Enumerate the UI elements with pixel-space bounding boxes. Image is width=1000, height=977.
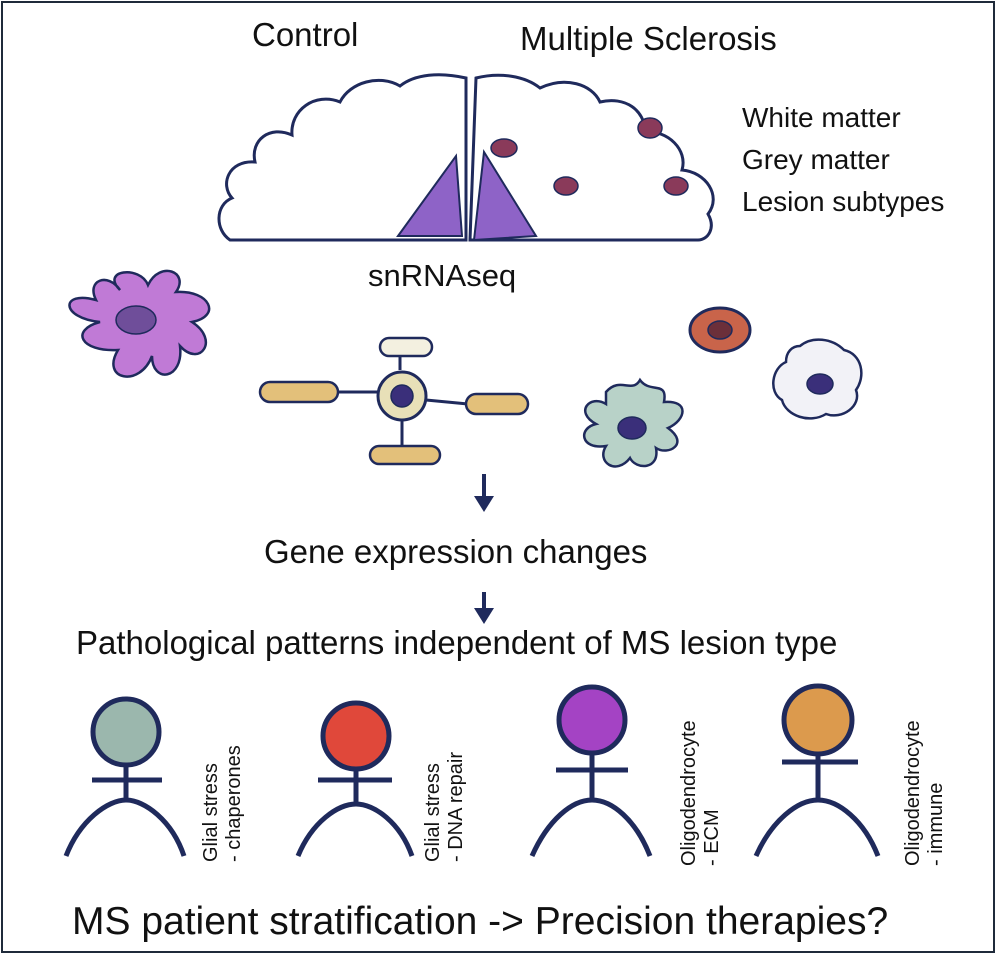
- pattern-label-4: Oligodendrocyte - immune: [902, 720, 948, 866]
- pattern-label-3: Oligodendrocyte - ECM: [678, 720, 724, 866]
- pattern-label-4-line2: - immune: [925, 782, 947, 866]
- method-label: snRNAseq: [368, 258, 517, 293]
- pattern-label-3-line1: Oligodendrocyte: [678, 720, 700, 866]
- pathological-patterns-label: Pathological patterns independent of MS …: [76, 624, 838, 661]
- nucleus: [115, 305, 157, 335]
- astrocyte-cell: [582, 377, 684, 468]
- pattern-label-4-line1: Oligodendrocyte: [902, 720, 924, 866]
- oligodendrocyte-cell: [258, 336, 530, 466]
- grey-matter-label: Grey matter: [742, 144, 890, 175]
- figure-frame: [1, 1, 995, 953]
- nucleus: [707, 320, 733, 340]
- myelin-sheath: [464, 392, 530, 416]
- pattern-label-1-line1: Glial stress: [200, 763, 222, 862]
- lesion: [553, 176, 579, 196]
- immune-cell-red: [688, 306, 752, 354]
- pattern-label-1-line2: - chaperones: [223, 745, 245, 862]
- patient-figure-1: [63, 696, 187, 857]
- pattern-label-2: Glial stress - DNA repair: [422, 752, 468, 862]
- conclusion-label: MS patient stratification -> Precision t…: [72, 900, 889, 943]
- myelin-sheath: [258, 380, 340, 404]
- ms-label: Multiple Sclerosis: [520, 20, 777, 57]
- patient-figure-4: [753, 683, 881, 858]
- grey-matter-ms: [472, 149, 538, 242]
- pattern-label-1: Glial stress - chaperones: [200, 745, 246, 862]
- lesion: [490, 138, 518, 158]
- white-matter-label: White matter: [742, 102, 901, 133]
- nucleus: [806, 373, 834, 395]
- nucleus: [617, 416, 647, 440]
- control-label: Control: [252, 16, 359, 53]
- pattern-label-3-line2: - ECM: [701, 809, 723, 866]
- arrow-down-icon: [474, 474, 494, 512]
- grey-matter-control: [396, 153, 464, 237]
- brain-control-hemisphere: [217, 73, 468, 242]
- immune-cell-white: [772, 338, 863, 420]
- arrow-down-icon: [474, 592, 494, 624]
- gene-expression-label: Gene expression changes: [264, 533, 648, 570]
- pattern-label-2-line2: - DNA repair: [445, 751, 467, 862]
- microglia-cell: [68, 269, 211, 378]
- myelin-sheath: [368, 444, 442, 466]
- nucleus: [390, 384, 414, 408]
- patient-figure-2: [295, 700, 415, 857]
- lesion-subtypes-label: Lesion subtypes: [742, 186, 945, 217]
- brain-ms-hemisphere: [468, 73, 715, 242]
- patient-figure-3: [529, 684, 653, 858]
- myelin-sheath: [378, 336, 434, 358]
- lesion: [637, 117, 663, 139]
- lesion: [663, 176, 689, 196]
- pattern-label-2-line1: Glial stress: [422, 763, 444, 862]
